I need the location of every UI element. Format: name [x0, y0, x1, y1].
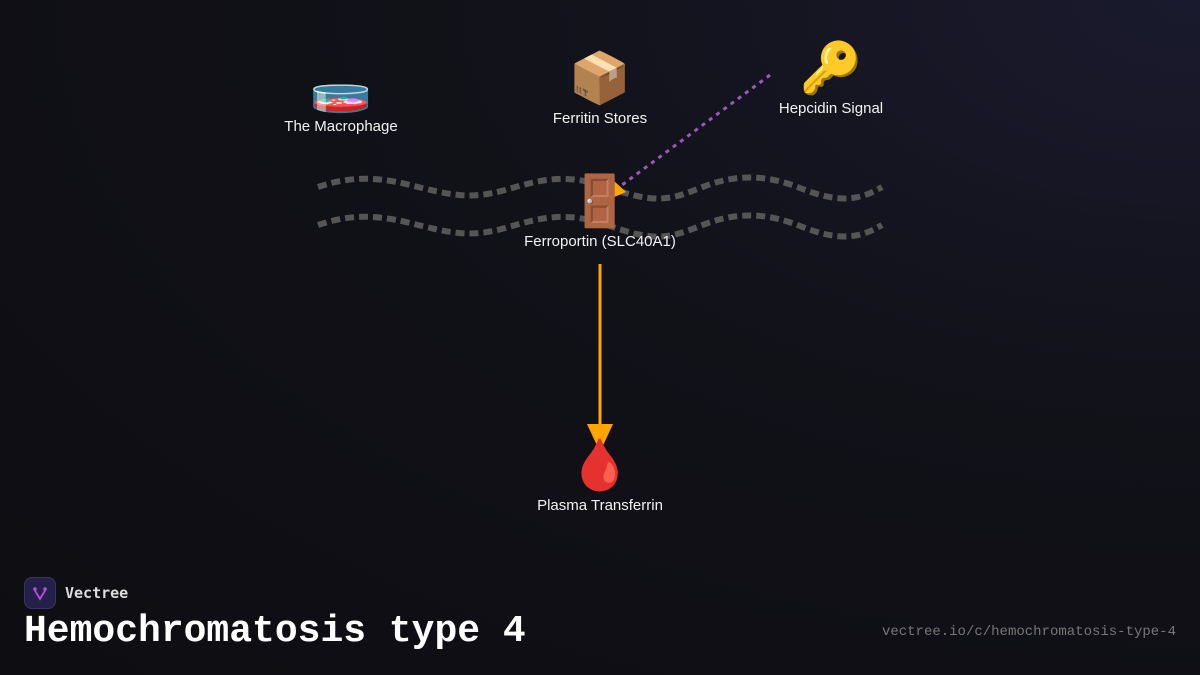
- efflux-arrowhead: [587, 424, 613, 452]
- petri-dish-icon: 🧫: [309, 58, 373, 114]
- brand: Vectree: [24, 577, 128, 609]
- node-ferroportin[interactable]: 🚪 Ferroportin (SLC40A1): [524, 173, 676, 250]
- node-ferritin[interactable]: 📦 Ferritin Stores: [553, 50, 647, 127]
- vectree-logo-icon: [24, 577, 56, 609]
- node-transferrin[interactable]: 🩸 Plasma Transferrin: [537, 437, 663, 514]
- node-label: Hepcidin Signal: [778, 100, 884, 117]
- node-label: Ferroportin (SLC40A1): [524, 233, 676, 250]
- package-icon: 📦: [568, 50, 632, 106]
- membrane-outer: [317, 174, 884, 202]
- inhibit-arrowhead: [612, 180, 626, 198]
- membrane-inner: [317, 212, 884, 240]
- page-url[interactable]: vectree.io/c/hemochromatosis-type-4: [881, 624, 1176, 640]
- node-macrophage[interactable]: 🧫 The Macrophage: [284, 58, 397, 135]
- node-label: Ferritin Stores: [552, 110, 648, 127]
- node-label: The Macrophage: [284, 118, 398, 135]
- edge-hepcidin-ferroportin: [621, 73, 771, 187]
- key-icon: 🔑: [799, 40, 863, 96]
- page-title: Hemochromatosis type 4: [24, 610, 526, 653]
- brand-name: Vectree: [65, 584, 129, 602]
- door-icon: 🚪: [568, 173, 632, 229]
- node-label: Plasma Transferrin: [537, 497, 663, 514]
- blood-drop-icon: 🩸: [568, 437, 632, 493]
- node-hepcidin[interactable]: 🔑 Hepcidin Signal: [779, 40, 883, 117]
